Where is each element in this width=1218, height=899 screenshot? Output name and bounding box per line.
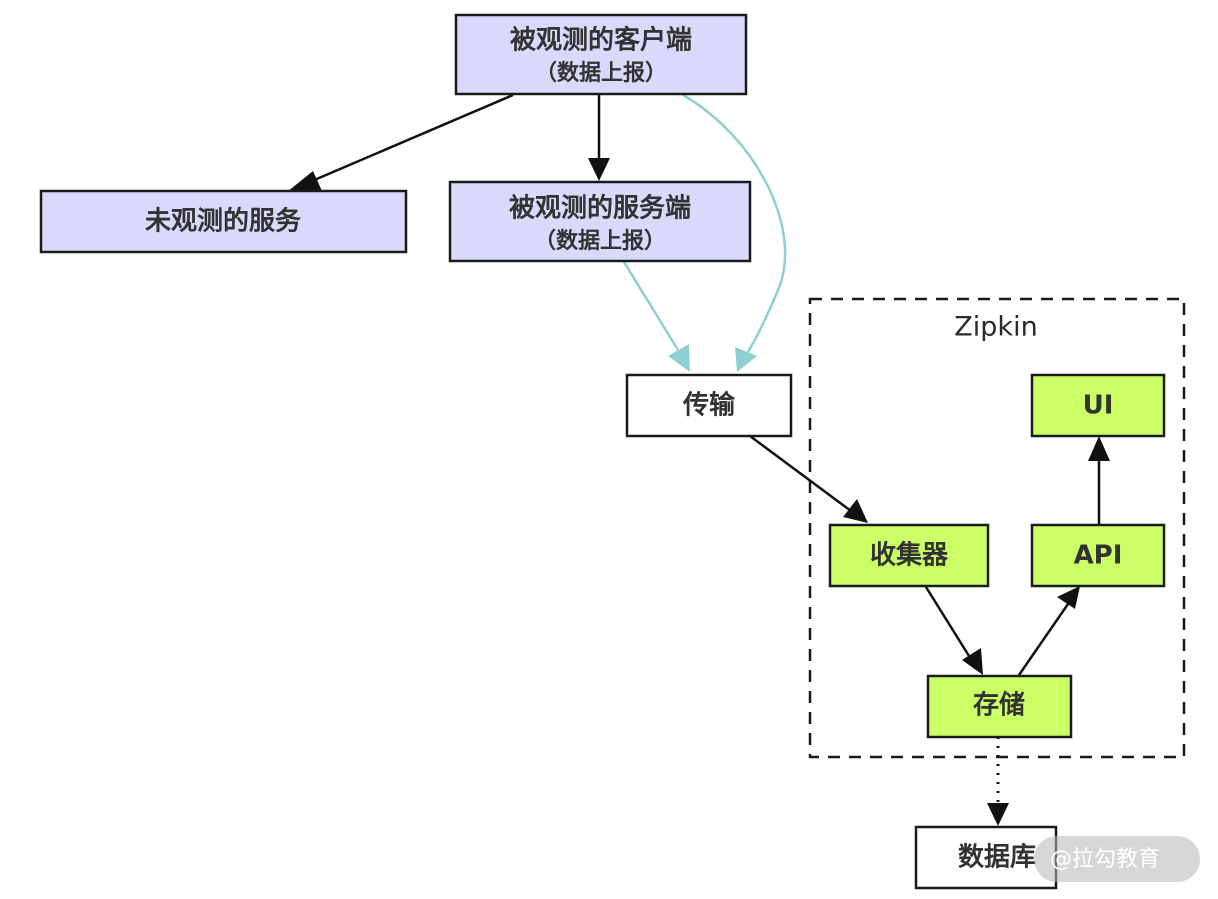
node-api: API: [1030, 523, 1166, 588]
node-storage: 存储: [926, 674, 1073, 739]
arrowhead-server: [588, 158, 610, 181]
node-observed-server-subtitle: （数据上报）: [534, 228, 666, 254]
report-arrowhead-server: [668, 344, 690, 372]
arrowhead-database: [987, 803, 1009, 826]
node-observed-client: 被观测的客户端 （数据上报）: [454, 13, 748, 96]
edge-client-to-unobserved: [304, 93, 514, 186]
arrowhead-ui: [1088, 436, 1110, 461]
zipkin-label: Zipkin: [954, 312, 1037, 343]
edge-transport-to-collector: [749, 434, 852, 513]
edge-storage-to-api: [1017, 603, 1070, 676]
node-observed-client-subtitle: （数据上报）: [535, 60, 667, 86]
report-arrowheads: [668, 344, 757, 372]
arrowhead-api: [1057, 586, 1080, 609]
node-ui-label: UI: [1083, 391, 1114, 421]
node-observed-server: 被观测的服务端 （数据上报）: [448, 180, 752, 263]
report-edges: [622, 93, 787, 353]
node-observed-client-title: 被观测的客户端: [510, 25, 692, 56]
node-transport-label: 传输: [682, 390, 736, 421]
edges: [304, 93, 1101, 806]
edge-server-report-to-transport: [622, 261, 680, 351]
arrowhead-unobserved: [287, 171, 322, 192]
node-database-label: 数据库: [958, 843, 1036, 873]
watermark: @拉勾教育: [1034, 836, 1200, 882]
arrowhead-collector: [843, 499, 868, 523]
arrowhead-storage: [962, 648, 983, 675]
node-database: 数据库: [914, 825, 1058, 890]
node-collector-label: 收集器: [870, 540, 949, 571]
edge-collector-to-storage: [924, 586, 971, 657]
node-unobserved-service-label: 未观测的服务: [145, 206, 301, 237]
report-arrowhead-client: [735, 347, 757, 372]
node-ui: UI: [1030, 373, 1166, 438]
watermark-label: @拉勾教育: [1050, 847, 1160, 872]
arrowheads: [287, 158, 1110, 826]
edge-client-report-to-transport: [682, 93, 787, 353]
node-observed-server-title: 被观测的服务端: [509, 193, 691, 224]
node-collector: 收集器: [828, 523, 990, 588]
node-transport: 传输: [625, 373, 793, 438]
node-api-label: API: [1074, 541, 1123, 571]
node-storage-label: 存储: [973, 690, 1025, 721]
node-unobserved-service: 未观测的服务: [39, 189, 408, 254]
